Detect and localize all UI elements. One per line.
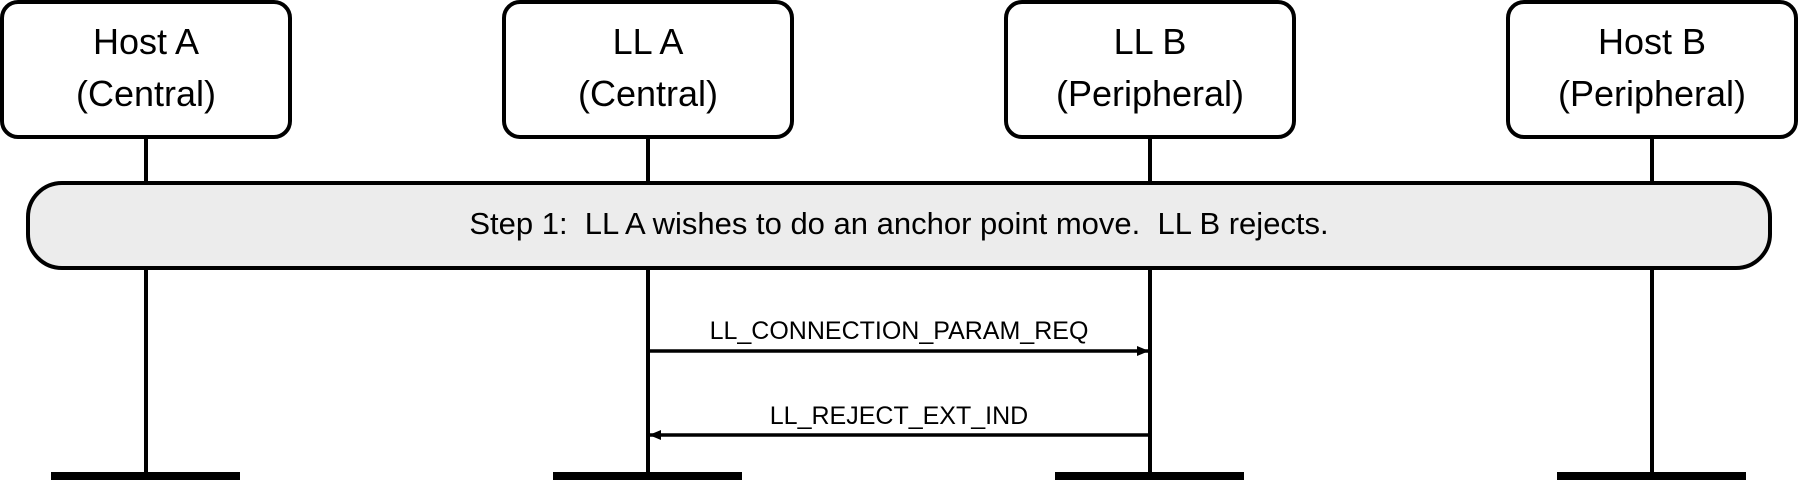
message-label: LL_CONNECTION_PARAM_REQ — [710, 317, 1089, 345]
message-connection-param-req: LL_CONNECTION_PARAM_REQ — [648, 317, 1149, 356]
step-text: Step 1: LL A wishes to do an anchor poin… — [469, 206, 1328, 241]
actor-host-a-name: Host A — [93, 21, 199, 62]
actor-ll-b-role: (Peripheral) — [1056, 73, 1244, 114]
actor-host-b-name: Host B — [1598, 21, 1706, 62]
actor-ll-a: LL A (Central) — [502, 0, 794, 139]
actor-host-a-role: (Central) — [76, 73, 216, 114]
actor-ll-a-name: LL A — [613, 21, 684, 62]
message-label: LL_REJECT_EXT_IND — [770, 402, 1028, 430]
actor-ll-a-role: (Central) — [578, 73, 718, 114]
actor-host-a: Host A (Central) — [0, 0, 292, 139]
actor-host-b-role: (Peripheral) — [1558, 73, 1746, 114]
actor-host-b: Host B (Peripheral) — [1506, 0, 1798, 139]
message-reject-ext-ind: LL_REJECT_EXT_IND — [649, 402, 1150, 440]
actor-ll-b: LL B (Peripheral) — [1004, 0, 1296, 139]
step-banner: Step 1: LL A wishes to do an anchor poin… — [26, 181, 1772, 270]
actor-ll-b-name: LL B — [1114, 21, 1187, 62]
